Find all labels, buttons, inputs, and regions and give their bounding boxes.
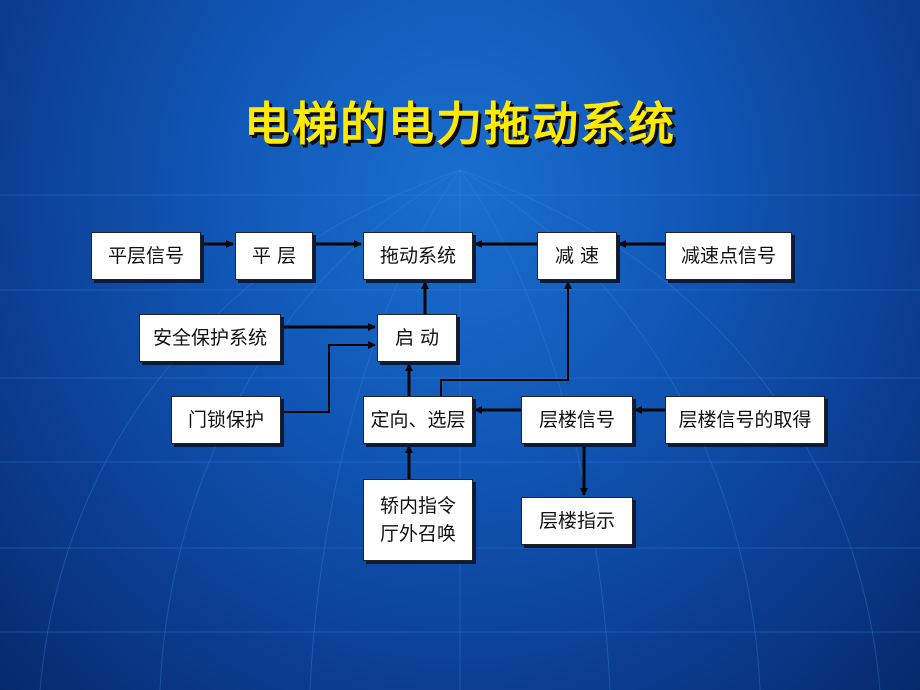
node-car-and-hall-calls: 轿内指令 厅外召唤 — [363, 479, 473, 561]
node-floor-signal: 层楼信号 — [521, 396, 633, 444]
node-direction-floor-selection: 定向、选层 — [363, 396, 473, 444]
arrow-direction-to-decel — [440, 281, 572, 396]
node-deceleration-point-signal: 减速点信号 — [665, 232, 792, 280]
node-door-lock-protection: 门锁保护 — [171, 396, 281, 444]
node-traction-system: 拖动系统 — [363, 232, 473, 280]
node-level-signal: 平层信号 — [91, 232, 201, 280]
node-start: 启 动 — [377, 314, 457, 362]
node-deceleration: 减 速 — [537, 232, 617, 280]
arrow-door-to-start — [281, 341, 376, 413]
node-leveling: 平 层 — [235, 232, 313, 280]
node-safety-protection-system: 安全保护系统 — [139, 314, 281, 362]
node-floor-signal-acquisition: 层楼信号的取得 — [665, 396, 825, 444]
slide-title: 电梯的电力拖动系统 — [244, 97, 676, 151]
node-floor-indicator: 层楼指示 — [521, 497, 633, 545]
